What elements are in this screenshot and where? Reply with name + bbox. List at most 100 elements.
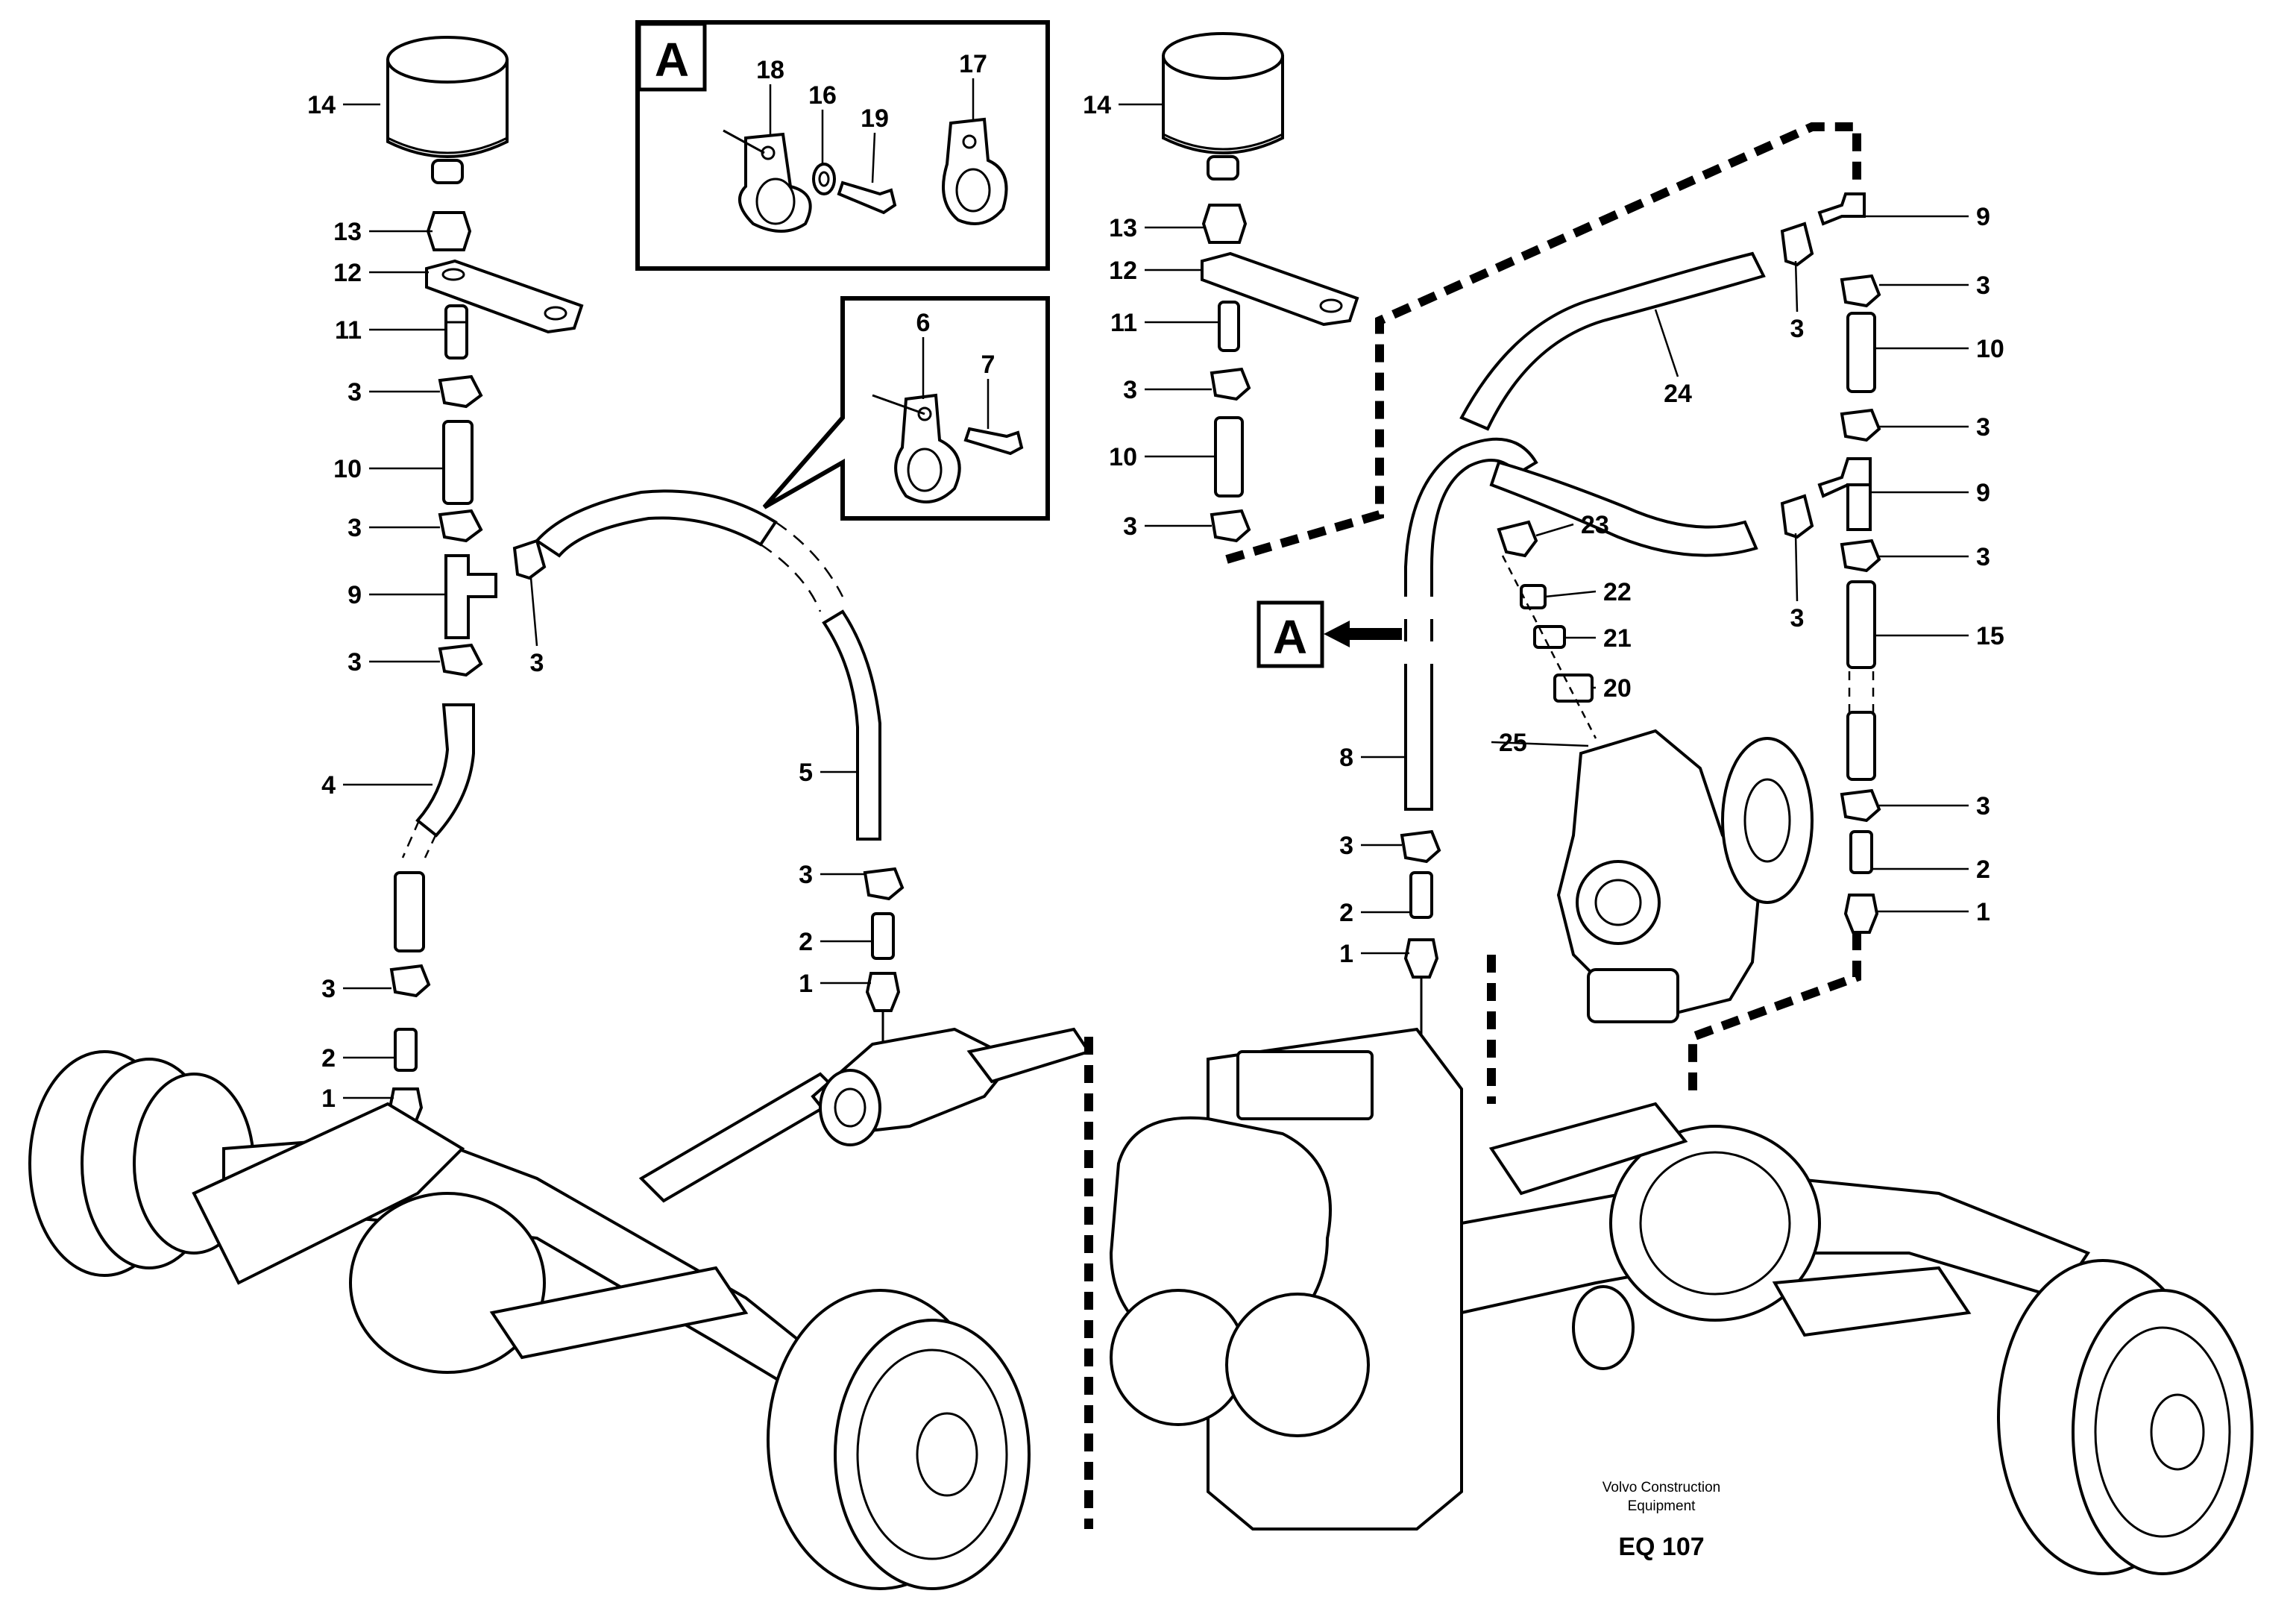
- detail-a-box: A: [635, 20, 1050, 271]
- hose-clamp: [1840, 408, 1881, 442]
- callout-24: 24: [1664, 380, 1692, 408]
- leader-line: [1654, 309, 1679, 377]
- callout-14: 14: [307, 91, 336, 119]
- nipple: [444, 304, 468, 360]
- callout-9: 9: [1976, 203, 1990, 231]
- breather-filter: [386, 36, 509, 184]
- callout-1: 1: [1976, 898, 1990, 926]
- callout-3: 3: [799, 861, 813, 889]
- callout-2: 2: [1339, 899, 1353, 927]
- callout-3: 3: [1976, 413, 1990, 442]
- screw: [963, 427, 1024, 456]
- nut: [1201, 204, 1248, 244]
- screw: [837, 180, 897, 215]
- callout-3: 3: [347, 648, 362, 676]
- nipple: [1218, 301, 1240, 352]
- callout-5: 5: [799, 759, 813, 787]
- adapter: [1843, 894, 1879, 934]
- clamp: [942, 117, 1008, 225]
- callout-3: 3: [1123, 512, 1137, 541]
- callout-9: 9: [1976, 479, 1990, 507]
- tee-fitting: [1817, 457, 1872, 531]
- tee-fitting: [444, 554, 497, 639]
- leader-line: [1794, 260, 1799, 313]
- hose-clamp: [438, 374, 483, 409]
- callout-3: 3: [347, 378, 362, 406]
- callout-11: 11: [335, 316, 362, 345]
- leader-line: [1535, 523, 1574, 537]
- nipple: [1849, 830, 1873, 874]
- callout-15: 15: [1976, 622, 2004, 650]
- callout-21: 21: [1603, 624, 1632, 653]
- bracket: [1201, 251, 1359, 327]
- hose: [534, 489, 778, 558]
- callout-1: 1: [799, 970, 813, 998]
- nut: [426, 211, 472, 251]
- footer-code: EQ 107: [1618, 1533, 1704, 1561]
- hose-clamp: [438, 509, 483, 543]
- callout-3: 3: [1976, 543, 1990, 571]
- callout-2: 2: [321, 1044, 336, 1073]
- detail-clamp-box: [762, 296, 1050, 521]
- tee-fitting: [1817, 192, 1866, 226]
- callout-1: 1: [1339, 940, 1353, 968]
- callout-16: 16: [808, 81, 837, 110]
- right-breather-assembly: A: [1084, 32, 2253, 1575]
- callout-17: 17: [959, 50, 987, 78]
- callout-3: 3: [1339, 832, 1353, 860]
- hose-clamp: [1210, 367, 1251, 401]
- leader-line: [1544, 590, 1597, 598]
- nipple: [1520, 584, 1547, 609]
- callout-12: 12: [333, 259, 362, 287]
- hose-clamp: [1400, 829, 1441, 864]
- hose: [1404, 437, 1538, 811]
- bracket: [425, 259, 584, 334]
- hose-clamp: [389, 964, 431, 998]
- hose-clamp: [1780, 222, 1814, 267]
- callout-18: 18: [756, 56, 784, 84]
- callout-3: 3: [321, 975, 336, 1003]
- footer-company-line2: Equipment: [1628, 1498, 1696, 1514]
- callout-22: 22: [1603, 578, 1632, 606]
- nipple: [394, 1028, 418, 1072]
- callout-3: 3: [1790, 604, 1805, 632]
- callout-2: 2: [799, 928, 813, 956]
- callout-20: 20: [1603, 674, 1632, 703]
- callout-3: 3: [347, 514, 362, 542]
- leader-line: [1491, 741, 1589, 747]
- callout-1: 1: [321, 1084, 336, 1113]
- callout-10: 10: [1976, 335, 2004, 363]
- hose: [1214, 416, 1244, 497]
- callout-14: 14: [1083, 91, 1111, 119]
- left-breather-assembly: [28, 36, 1092, 1590]
- detail-a-letter: A: [655, 33, 689, 87]
- footer-company: Volvo Construction: [1603, 1480, 1720, 1495]
- hose: [394, 871, 425, 952]
- adapter: [1403, 938, 1439, 979]
- hose: [442, 420, 474, 505]
- hose-clamp: [512, 539, 547, 580]
- callout-10: 10: [1109, 443, 1137, 471]
- callout-6: 6: [916, 309, 931, 337]
- hose: [415, 703, 475, 838]
- callout-4: 4: [321, 771, 336, 800]
- hose-clamp: [863, 867, 905, 901]
- rear-axles: [1109, 1027, 2253, 1575]
- hose-clamp: [1780, 494, 1814, 539]
- hose: [1489, 460, 1758, 557]
- hose: [1459, 251, 1766, 431]
- ref-a-marker: A: [1256, 600, 1402, 668]
- hose: [1846, 580, 1876, 669]
- nipple: [871, 912, 895, 960]
- callout-9: 9: [347, 581, 362, 609]
- adapter: [1553, 674, 1594, 703]
- callout-3: 3: [530, 649, 544, 677]
- callout-2: 2: [1976, 855, 1990, 884]
- ref-a-letter: A: [1273, 610, 1307, 664]
- callout-13: 13: [333, 218, 362, 246]
- hose-clamp: [1840, 788, 1881, 823]
- callout-3: 3: [1976, 271, 1990, 300]
- nipple: [1409, 871, 1433, 919]
- washer: [812, 163, 836, 195]
